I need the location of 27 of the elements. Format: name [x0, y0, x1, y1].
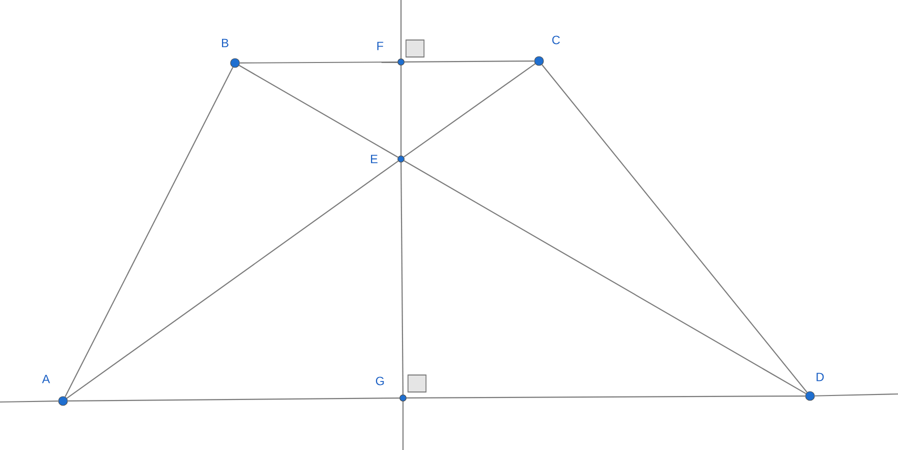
point-dot [230, 58, 240, 68]
point-label: G [376, 376, 384, 386]
point-label: E [371, 154, 378, 164]
line-segment [66, 160, 398, 399]
line-segment [406, 395, 806, 399]
line-segment [404, 63, 536, 158]
line-segment [0, 400, 58, 403]
point-label: B [222, 38, 228, 48]
line-segment [64, 67, 234, 397]
line-segment [68, 397, 400, 402]
point-label: F [377, 42, 384, 50]
line-segment [814, 393, 898, 396]
line-segment [400, 0, 402, 58]
line-segment [400, 162, 404, 394]
line-segment [402, 402, 404, 450]
line-segment [404, 160, 806, 394]
point-label: C [552, 36, 560, 44]
point-label: A [42, 374, 50, 384]
point-dot [534, 56, 544, 66]
line-segment [542, 64, 808, 393]
point-label: D [816, 372, 824, 382]
line-segment [400, 66, 402, 156]
line-segment [238, 64, 398, 158]
point-dot [805, 391, 815, 401]
point-dot [58, 396, 68, 406]
line-segment [240, 61, 398, 64]
line-segment [404, 60, 534, 63]
